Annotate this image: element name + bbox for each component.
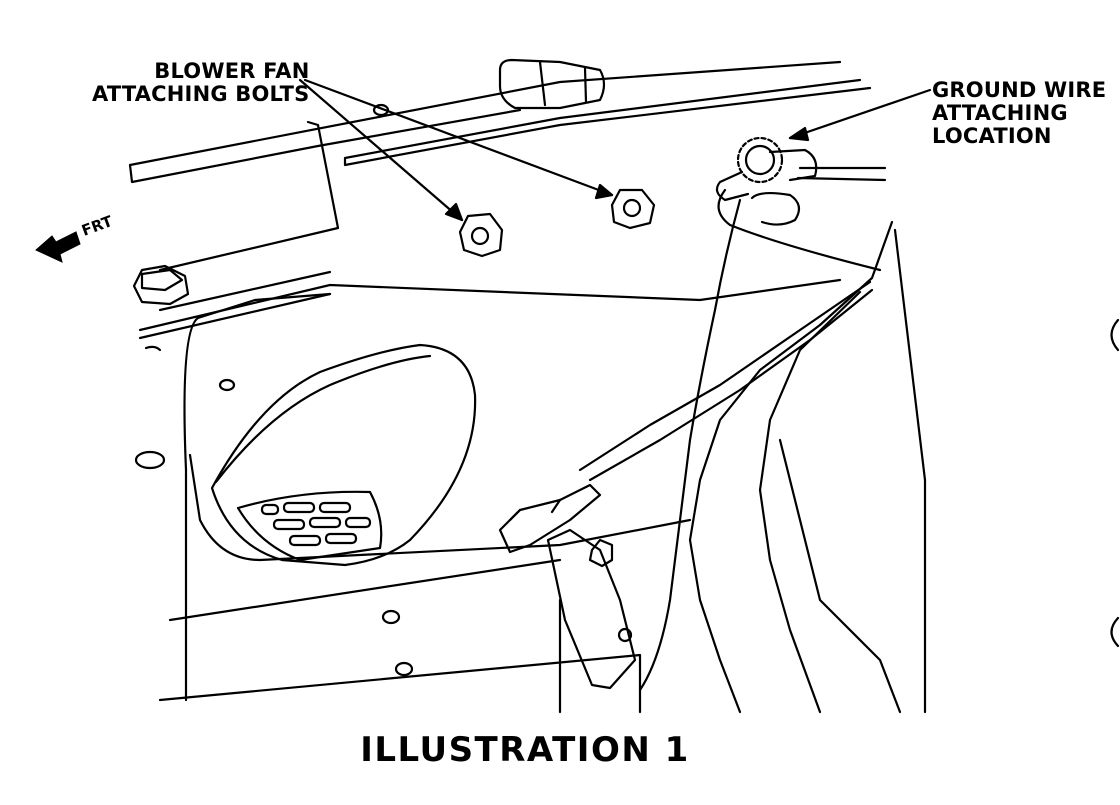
- top-rail: [343, 78, 872, 167]
- panel-hole: [218, 378, 236, 392]
- blower-fan-bolt-right: [610, 188, 656, 230]
- fender-edge: [778, 438, 902, 714]
- fender-inner: [758, 228, 927, 714]
- blower-dome-ridge: [214, 354, 432, 484]
- left-panel: [158, 120, 340, 272]
- ground-wire-lead: [796, 166, 887, 182]
- blower-fan-bolt-left: [458, 212, 504, 258]
- blower-housing-panel: [183, 292, 692, 702]
- front-direction-arrow-icon: FRT: [35, 212, 116, 263]
- panel-hole: [381, 609, 401, 625]
- ground-wire-callout: GROUND WIRE ATTACHING LOCATION: [932, 79, 1106, 148]
- blower-dome: [210, 343, 477, 567]
- wire-harness: [578, 280, 874, 482]
- callout-line: ATTACHING: [932, 101, 1068, 125]
- panel-hole: [394, 661, 414, 677]
- callout-line: BLOWER FAN: [154, 59, 310, 83]
- front-direction-label: FRT: [79, 212, 115, 240]
- vent-grille: [236, 490, 383, 562]
- callout-line: GROUND WIRE: [932, 78, 1107, 102]
- ground-wire: [638, 198, 742, 692]
- ledge: [138, 270, 842, 340]
- right-wall: [688, 220, 894, 714]
- panel-hole: [144, 345, 162, 352]
- ground-bracket: [546, 528, 637, 690]
- top-bracket: [498, 58, 606, 110]
- lower-panel-lines: [158, 558, 642, 714]
- ground-ring-terminal: [750, 191, 801, 226]
- edge-mark: [1110, 318, 1120, 352]
- harness-connector: [498, 483, 602, 554]
- callout-line: ATTACHING BOLTS: [92, 82, 310, 106]
- leader-arrows: [298, 78, 932, 222]
- blower-fan-bolts-callout: BLOWER FAN ATTACHING BOLTS: [92, 60, 310, 106]
- edge-mark: [1110, 616, 1120, 648]
- illustration-caption: ILLUSTRATION 1: [360, 730, 690, 770]
- callout-line: LOCATION: [932, 124, 1052, 148]
- ground-eyelet: [715, 136, 818, 202]
- left-mounting-bolt: [132, 264, 190, 306]
- panel-hole: [134, 450, 166, 470]
- upper-panel-outline: [128, 60, 842, 184]
- ground-wire-lead: [717, 188, 882, 272]
